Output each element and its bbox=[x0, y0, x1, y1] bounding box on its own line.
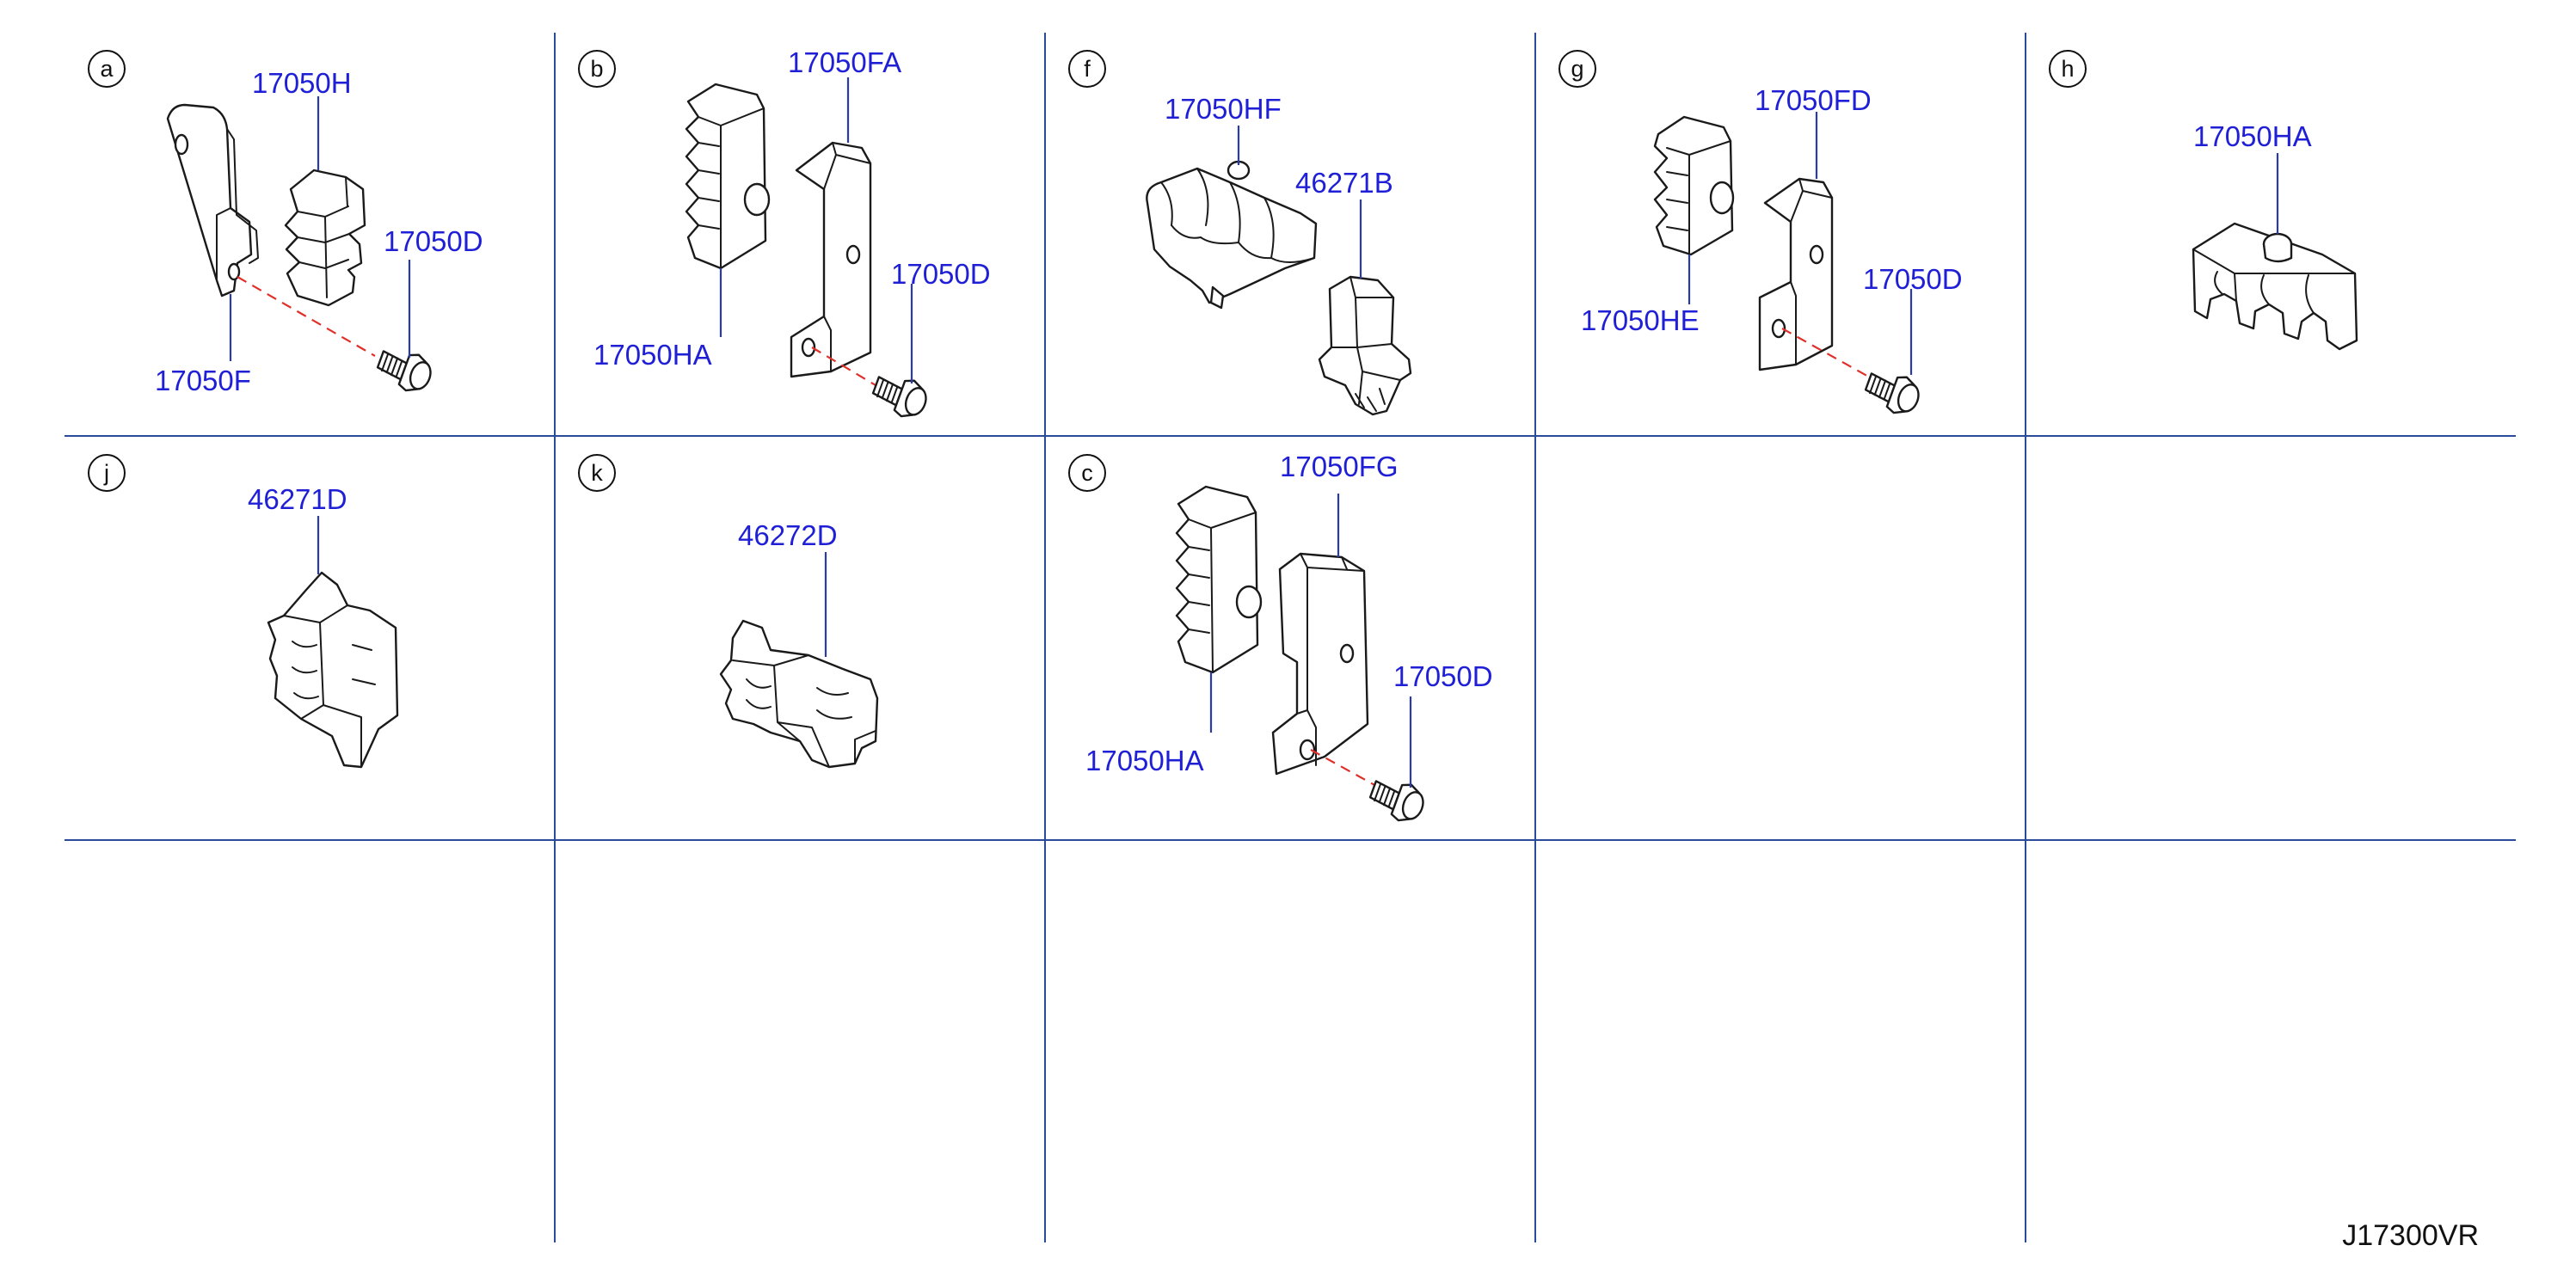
cell-letter-b: b bbox=[578, 50, 616, 88]
part-number: 17050H bbox=[252, 67, 352, 99]
clip-46272D bbox=[719, 619, 879, 769]
hole-line-c bbox=[1310, 749, 1377, 787]
clip-46271B bbox=[1318, 275, 1412, 416]
cell-c: c 17050FG 17050D 17050HA bbox=[1068, 451, 1493, 828]
letter-j: j bbox=[103, 460, 109, 486]
hole-line-a bbox=[237, 276, 376, 357]
cell-k: k 46272D bbox=[578, 454, 879, 769]
part-number: 46271D bbox=[248, 483, 347, 515]
cell-letter-k: k bbox=[578, 454, 616, 492]
part-number: 17050HF bbox=[1165, 93, 1282, 125]
part-number: 17050FG bbox=[1280, 451, 1399, 482]
letter-h: h bbox=[2061, 56, 2074, 82]
bolt-17050D-g bbox=[1860, 364, 1925, 420]
clamp-17050H bbox=[284, 169, 366, 307]
bracket-17050FD bbox=[1758, 177, 1834, 371]
clamp-17050HA-b bbox=[685, 83, 771, 270]
grid-lines bbox=[65, 33, 2516, 1242]
bracket-17050FG bbox=[1271, 552, 1369, 776]
bolt-17050D-b bbox=[868, 367, 932, 424]
part-number: 17050D bbox=[891, 258, 991, 290]
part-number: 17050FD bbox=[1755, 84, 1872, 116]
cell-letter-h: h bbox=[2049, 50, 2087, 88]
cell-b: b 17050FA 17050D 17050HA bbox=[578, 46, 991, 424]
bracket-17050FA bbox=[790, 141, 872, 378]
clamp-17050HA-c bbox=[1175, 485, 1263, 674]
part-number: 17050HA bbox=[593, 339, 712, 371]
cell-letter-f: f bbox=[1068, 50, 1106, 88]
part-number: 17050D bbox=[1393, 660, 1493, 692]
part-number: 17050HE bbox=[1581, 304, 1700, 336]
clamp-17050HA-h bbox=[2192, 222, 2358, 351]
part-number: 46272D bbox=[738, 519, 838, 551]
cell-letter-g: g bbox=[1559, 50, 1596, 88]
clamp-17050HE bbox=[1653, 115, 1735, 256]
cell-letter-c: c bbox=[1068, 454, 1106, 492]
part-number: 46271B bbox=[1295, 167, 1393, 199]
letter-k: k bbox=[591, 460, 603, 486]
part-number: 17050F bbox=[155, 365, 251, 396]
diagram-code: J17300VR bbox=[2342, 1219, 2479, 1252]
hole-line-b bbox=[811, 347, 876, 386]
cell-g: g 17050FD 17050D 17050HE bbox=[1559, 50, 1963, 420]
clamp-17050HF bbox=[1146, 160, 1318, 310]
clip-46271D bbox=[267, 571, 399, 769]
bracket-17050F bbox=[166, 103, 259, 298]
cell-j: j 46271D bbox=[88, 454, 399, 769]
cell-letter-a: a bbox=[88, 50, 126, 88]
letter-g: g bbox=[1571, 56, 1583, 82]
part-number: 17050HA bbox=[2193, 120, 2312, 152]
cell-letter-j: j bbox=[88, 454, 126, 492]
part-number: 17050D bbox=[384, 225, 483, 257]
letter-f: f bbox=[1084, 56, 1091, 82]
letter-a: a bbox=[100, 56, 114, 82]
cell-f: f 17050HF 46271B bbox=[1068, 50, 1412, 416]
cell-h: h 17050HA bbox=[2049, 50, 2358, 351]
part-number: 17050D bbox=[1863, 263, 1963, 295]
part-number: 17050FA bbox=[788, 46, 901, 78]
bolt-17050D-a bbox=[372, 341, 437, 398]
bolt-17050D-c bbox=[1365, 771, 1429, 828]
letter-c: c bbox=[1081, 460, 1093, 486]
part-number: 17050HA bbox=[1085, 745, 1204, 776]
letter-b: b bbox=[590, 56, 603, 82]
cell-a: a 17050H 17050D 17050F bbox=[88, 50, 483, 398]
